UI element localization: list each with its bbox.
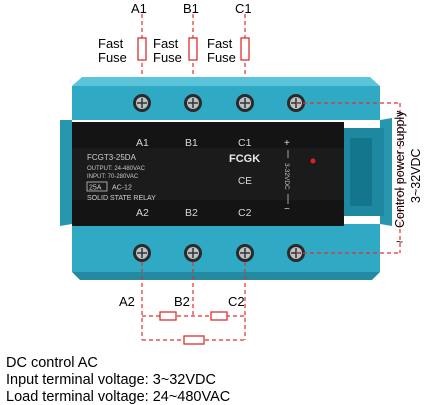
load-a-b — [159, 311, 177, 321]
fuse-label-c-line2: Fuse — [207, 50, 236, 65]
face-terminal-c2: C2 — [238, 207, 252, 219]
load-a-c — [183, 335, 205, 345]
label-top-a1: A1 — [131, 1, 147, 16]
terminal-screw-a1 — [133, 94, 151, 112]
output-rating: OUTPUT: 24-480VAC — [87, 166, 146, 172]
ac-class: AC-12 — [112, 185, 132, 192]
control-tilde-top: ~ — [396, 107, 403, 121]
fuse-c1 — [240, 37, 250, 61]
input-rating: INPUT: 70-280VAC — [87, 174, 139, 180]
control-supply-voltage: 3~32VDC — [409, 148, 423, 203]
current-rating: 25A — [89, 185, 102, 192]
current-rating-box — [86, 181, 108, 192]
polarity-minus: − — [284, 204, 290, 215]
caption-input-voltage: Input terminal voltage: 3~32VDC — [6, 372, 216, 388]
label-bottom-c2: C2 — [228, 294, 245, 309]
status-led — [310, 158, 316, 164]
fuse-label-c-line1: Fast — [207, 36, 233, 51]
terminal-screw-c1 — [236, 94, 254, 112]
relay-type: SOLID STATE RELAY — [87, 195, 156, 202]
caption-load-voltage: Load terminal voltage: 24~480VAC — [6, 389, 231, 405]
terminal-screw-a2 — [133, 244, 151, 262]
dc-range-label: 3-32VDC — [283, 163, 290, 190]
face-terminal-a1: A1 — [136, 137, 149, 149]
model-number: FCGT3-25DA — [87, 153, 137, 162]
label-top-b1: B1 — [183, 1, 199, 16]
fuse-label-b-line2: Fuse — [153, 50, 182, 65]
label-top-c1: C1 — [235, 1, 252, 16]
control-wiring — [296, 102, 401, 254]
load-b-c — [210, 311, 228, 321]
fuse-label-a-line2: Fuse — [98, 50, 127, 65]
terminal-screw-c2 — [236, 244, 254, 262]
fuse-a1 — [137, 37, 147, 61]
label-bottom-b2: B2 — [174, 294, 190, 309]
terminal-screw-b2 — [184, 244, 202, 262]
terminal-screw-b1 — [184, 94, 202, 112]
fuse-label-a-line1: Fast — [98, 36, 124, 51]
relay-housing — [60, 77, 392, 280]
fuse-b1 — [188, 37, 198, 61]
label-bottom-a2: A2 — [119, 294, 135, 309]
caption-title: DC control AC — [6, 355, 98, 371]
load-wiring — [141, 262, 246, 345]
control-tilde-bottom: ~ — [396, 235, 403, 249]
fuse-label-b-line1: Fast — [153, 36, 179, 51]
face-terminal-b1: B1 — [185, 137, 198, 149]
control-supply-label: Control power supply — [393, 110, 407, 228]
face-terminal-b2: B2 — [185, 207, 198, 219]
ce-mark: CE — [238, 176, 252, 187]
face-terminal-a2: A2 — [136, 207, 149, 219]
face-terminal-c1: C1 — [238, 137, 252, 149]
polarity-plus: + — [284, 138, 290, 149]
brand-logo: FCGK — [229, 153, 260, 165]
